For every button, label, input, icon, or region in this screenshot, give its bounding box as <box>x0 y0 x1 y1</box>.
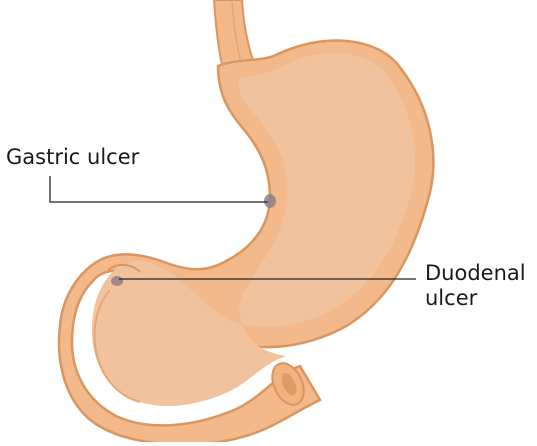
gastric-ulcer-spot <box>264 194 276 208</box>
gastric-ulcer-label: Gastric ulcer <box>6 145 139 170</box>
gastric-ulcer-leader-line <box>50 176 268 202</box>
stomach-inner-lining <box>92 53 415 406</box>
duodenal-ulcer-label: Duodenal ulcer <box>425 261 526 311</box>
duodenal-ulcer-spot <box>111 276 123 286</box>
